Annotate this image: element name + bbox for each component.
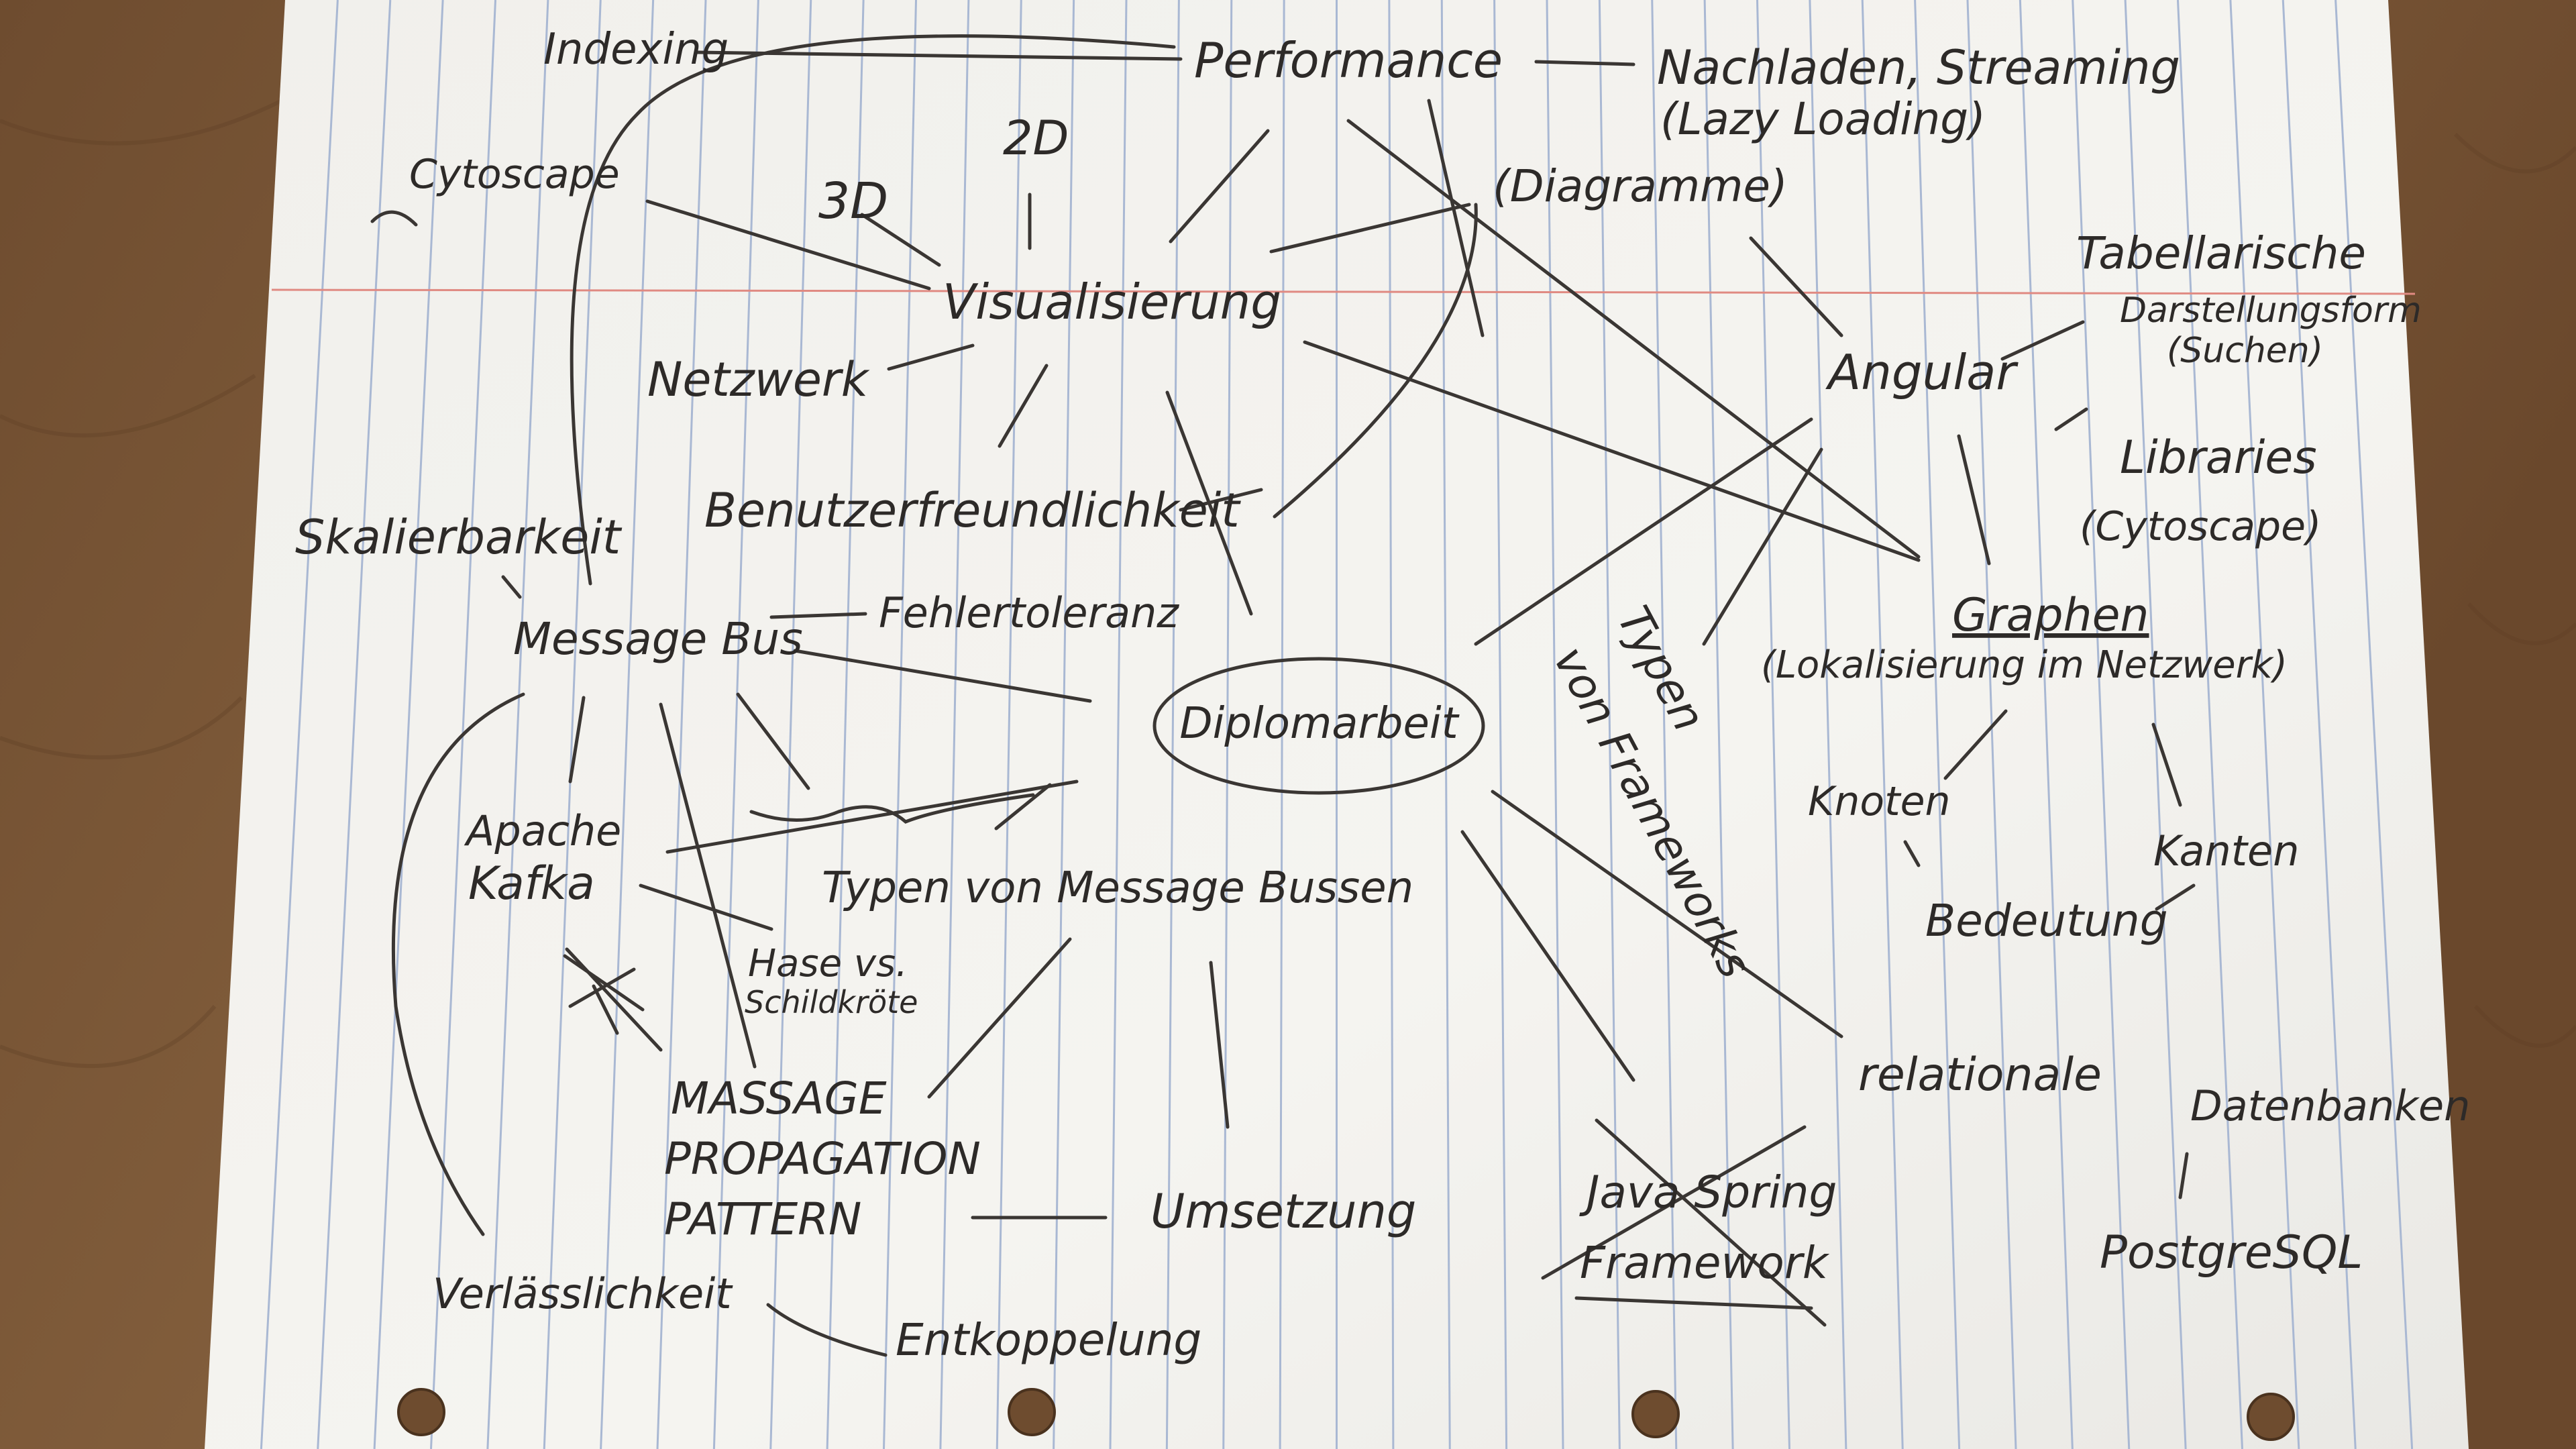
ruling-line (1222, 0, 1233, 1449)
punch-hole (397, 1388, 445, 1436)
word-relationale: relationale (1858, 1049, 2102, 1102)
word-2d: 2D (1003, 111, 1069, 166)
ruling-line (939, 0, 970, 1449)
word-indexing: Indexing (543, 25, 729, 74)
punch-hole (2247, 1393, 2295, 1441)
word-lokalisierung: (Lokalisierung im Netzwerk) (1761, 643, 2288, 687)
paper-ruling (260, 0, 2414, 1449)
ruling-line (430, 0, 496, 1449)
ruling-line (1598, 0, 1621, 1449)
ruling-line (1651, 0, 1678, 1449)
word-tabellarische: Tabellarische (2076, 227, 2366, 279)
word-diagramme: (Diagramme) (1493, 160, 1788, 212)
ruling-line (712, 0, 759, 1449)
word-benutzerfreundlichkeit: Benutzerfreundlichkeit (704, 483, 1241, 538)
ruling-line (317, 0, 392, 1449)
ruling-line (1165, 0, 1180, 1449)
ruling-line (1493, 0, 1508, 1449)
ruling-line (2229, 0, 2300, 1449)
word-datenbanken: Datenbanken (2190, 1081, 2470, 1130)
ruling-line (2124, 0, 2187, 1449)
ruling-line (1279, 0, 1285, 1449)
word-verlaesslichkeit: Verlässlichkeit (433, 1269, 733, 1318)
word-apache: Apache (464, 806, 621, 855)
word-netzwerk: Netzwerk (647, 352, 870, 407)
ruling-line (2282, 0, 2357, 1449)
ruling-line (2334, 0, 2414, 1449)
ruling-line (260, 0, 339, 1449)
word-angular: Angular (1825, 344, 2019, 400)
word-propagation: PROPAGATION (664, 1133, 981, 1185)
ruling-line (656, 0, 707, 1449)
ruling-line (1053, 0, 1075, 1449)
word-kanten: Kanten (2153, 826, 2299, 875)
ruling-line (1914, 0, 1961, 1449)
ruling-line (1703, 0, 1734, 1449)
punch-hole (1631, 1390, 1680, 1438)
word-fehlertoleranz: Fehlertoleranz (879, 588, 1179, 637)
ruling-line (883, 0, 917, 1449)
word-framework: Framework (1580, 1237, 1830, 1289)
ruling-line (543, 0, 602, 1449)
punched-holes (397, 1388, 2295, 1441)
ruling-line (1109, 0, 1128, 1449)
word-diplomarbeit: Diplomarbeit (1179, 699, 1460, 749)
ruling-line (1388, 0, 1395, 1449)
paper-margin-line (271, 288, 2416, 295)
punch-hole (1008, 1388, 1056, 1436)
strikethrough-marks (370, 210, 1827, 1327)
ruling-line (1440, 0, 1451, 1449)
word-schildkroete: Schildkröte (745, 984, 918, 1020)
word-entkoppelung: Entkoppelung (896, 1314, 1201, 1366)
word-umsetzung: Umsetzung (1150, 1184, 1416, 1239)
word-kafka: Kafka (468, 857, 595, 910)
center-ellipse (1152, 657, 1485, 795)
word-bedeutung: Bedeutung (1925, 895, 2168, 947)
word-skalierbarkeit: Skalierbarkeit (295, 510, 623, 565)
ruling-line (1809, 0, 1847, 1449)
ruling-line (1756, 0, 1790, 1449)
word-cytoscape: Cytoscape (409, 151, 620, 198)
ruling-line (1546, 0, 1564, 1449)
ruling-line (1861, 0, 1904, 1449)
connector-lines (391, 34, 2196, 1357)
ruling-line (826, 0, 865, 1449)
word-graphen: Graphen (1952, 589, 2149, 642)
ruling-line (2019, 0, 2074, 1449)
word-massage: MASSAGE (671, 1073, 887, 1124)
word-suchen: (Suchen) (2167, 331, 2323, 371)
word-typen-message-bussen: Typen von Message Bussen (822, 863, 1413, 913)
word-performance: Performance (1194, 32, 1503, 89)
ruling-line (2177, 0, 2243, 1449)
word-pattern: PATTERN (664, 1193, 861, 1245)
word-cytoscape-paren: (Cytoscape) (2080, 503, 2321, 550)
ruling-line (600, 0, 655, 1449)
word-postgresql: PostgreSQL (2100, 1226, 2363, 1279)
ruling-line (996, 0, 1022, 1449)
word-darstellungsform: Darstellungsform (2120, 290, 2422, 331)
ruling-line (769, 0, 812, 1449)
word-message-bus: Message Bus (513, 613, 803, 665)
word-libraries: Libraries (2120, 431, 2317, 484)
wood-grain (0, 99, 2576, 1069)
word-visualisierung: Visualisierung (943, 274, 1281, 330)
ruling-line (486, 0, 549, 1449)
ruling-line (373, 0, 444, 1449)
word-hase: Hase vs. (748, 942, 908, 985)
word-3d: 3D (818, 172, 888, 230)
word-lazy-loading: (Lazy Loading) (1660, 93, 1986, 145)
word-nachladen: Nachladen, Streaming (1657, 40, 2180, 95)
word-knoten: Knoten (1808, 778, 1951, 825)
ruling-line (2072, 0, 2131, 1449)
word-java-spring: Java Spring (1579, 1167, 1837, 1218)
